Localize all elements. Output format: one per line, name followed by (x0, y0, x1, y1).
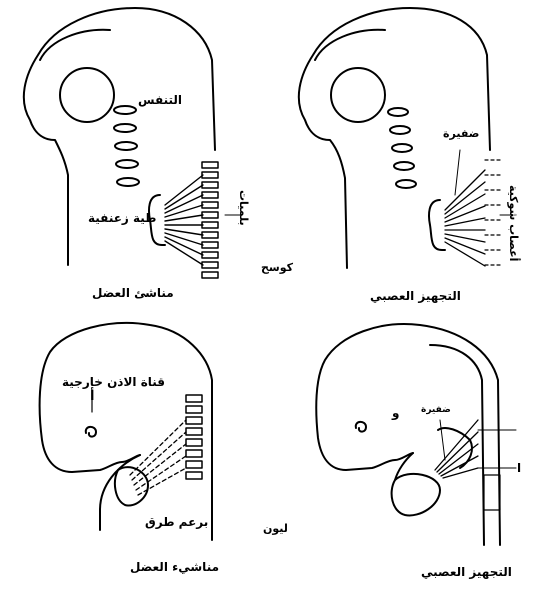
label-limb-bud: برعم طرق (145, 516, 208, 528)
label-myotomes: بلميات (238, 190, 249, 226)
embryo-bottom-left (40, 323, 212, 540)
label-fin-fold: طية زعنفية (88, 212, 156, 224)
plexus-leader (455, 150, 460, 195)
myotome-blocks (186, 395, 202, 479)
label-plexus-top: ضفيرة (443, 128, 479, 139)
caption-top-left: مناشئ العضل (92, 287, 174, 299)
caption-bottom-right: التجهيز العصبي (421, 566, 512, 578)
caption-top-right: التجهيز العصبي (370, 290, 461, 302)
ear (356, 422, 366, 432)
plexus-nerves (445, 170, 485, 266)
caption-bottom-left: مناشيء العضل (130, 561, 219, 573)
label-row-top: كوسح (261, 262, 293, 273)
gill-slits (388, 108, 416, 188)
label-breathing: التنفس (138, 94, 182, 106)
vertebral-box (484, 475, 500, 510)
embryo-top-left (24, 8, 240, 278)
label-letter-right: ا (517, 462, 521, 474)
label-ear-canal: قناة الاذن خارجية (62, 376, 165, 388)
spinal-nerve-dashes (485, 160, 500, 265)
label-spinal-nerves: أعصاب شوكية (508, 185, 519, 261)
fin-fold (429, 200, 445, 250)
label-plexus-bottom: ضفيرة (421, 406, 451, 415)
label-row-bottom: ليون (263, 523, 288, 534)
gill-slits (114, 106, 139, 186)
embryo-outline (24, 8, 215, 265)
limb-bud (392, 474, 440, 516)
label-ear-letter: أ (90, 390, 94, 403)
myotome-blocks (202, 162, 218, 278)
embryo-bottom-right (316, 324, 516, 545)
plexus-leader (440, 420, 445, 460)
ear (86, 427, 96, 437)
eye (331, 68, 385, 122)
muscle-bud-dashes (130, 420, 186, 495)
label-letter-left: و (392, 407, 399, 419)
head-inner-line (315, 30, 385, 60)
myotome-buds (165, 175, 203, 265)
eye (60, 68, 114, 122)
head-inner-line (40, 30, 110, 60)
embryo-outline (316, 324, 500, 545)
limb-bud-outline (100, 455, 140, 530)
